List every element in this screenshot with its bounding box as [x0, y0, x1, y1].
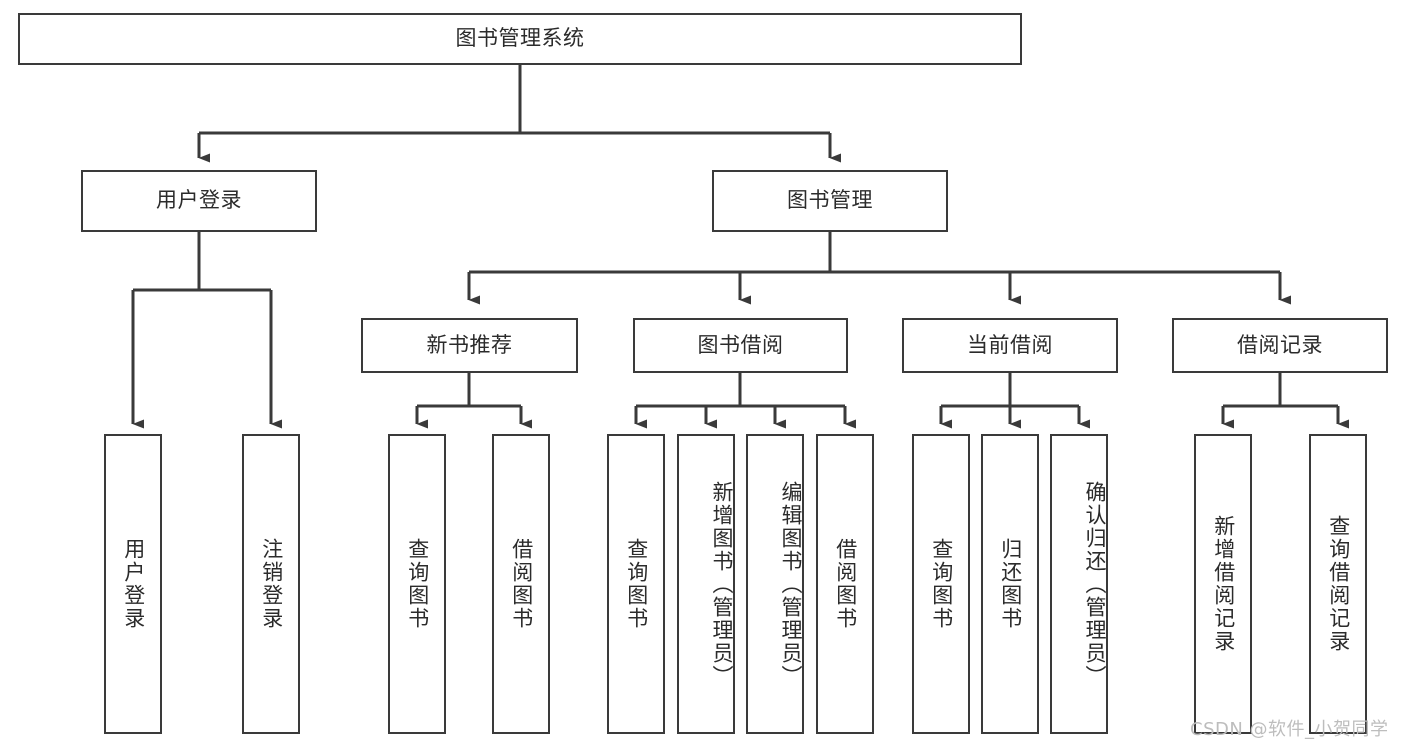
node-leaf-record-add[interactable]: 新增借阅记录 [1194, 434, 1252, 734]
node-leaf-record-add-label: 新增借阅记录 [1211, 515, 1236, 653]
node-new-book-recommend[interactable]: 新书推荐 [361, 318, 578, 373]
node-leaf-new-book-query[interactable]: 查询图书 [388, 434, 446, 734]
node-leaf-borrow-edit-book[interactable]: 编辑图书（管理员） [746, 434, 804, 734]
node-leaf-user-login-logout-label: 注销登录 [259, 538, 284, 630]
node-leaf-current-confirm-return-label: 确认归还（管理员） [1083, 480, 1107, 688]
node-leaf-record-query[interactable]: 查询借阅记录 [1309, 434, 1367, 734]
node-leaf-new-book-borrow[interactable]: 借阅图书 [492, 434, 550, 734]
node-user-login-label: 用户登录 [156, 188, 242, 213]
node-leaf-borrow-add-book[interactable]: 新增图书（管理员） [677, 434, 735, 734]
node-leaf-new-book-borrow-label: 借阅图书 [509, 538, 534, 630]
node-leaf-current-query-book-label: 查询图书 [929, 538, 954, 630]
node-leaf-current-query-book[interactable]: 查询图书 [912, 434, 970, 734]
node-leaf-borrow-query-book-label: 查询图书 [624, 538, 649, 630]
node-leaf-user-login-logout[interactable]: 注销登录 [242, 434, 300, 734]
node-current-borrow[interactable]: 当前借阅 [902, 318, 1118, 373]
node-root-system-label: 图书管理系统 [455, 26, 585, 51]
node-book-management[interactable]: 图书管理 [712, 170, 948, 232]
node-book-borrow[interactable]: 图书借阅 [633, 318, 848, 373]
node-leaf-current-confirm-return[interactable]: 确认归还（管理员） [1050, 434, 1108, 734]
node-leaf-new-book-query-label: 查询图书 [405, 538, 430, 630]
node-leaf-borrow-edit-book-label: 编辑图书（管理员） [779, 480, 803, 688]
node-user-login[interactable]: 用户登录 [81, 170, 317, 232]
node-leaf-record-query-label: 查询借阅记录 [1326, 515, 1351, 653]
node-borrow-record[interactable]: 借阅记录 [1172, 318, 1388, 373]
node-root-system[interactable]: 图书管理系统 [18, 13, 1022, 65]
node-book-borrow-label: 图书借阅 [697, 332, 784, 357]
node-leaf-borrow-borrow-book-label: 借阅图书 [833, 538, 858, 630]
node-leaf-borrow-borrow-book[interactable]: 借阅图书 [816, 434, 874, 734]
node-leaf-user-login-login-label: 用户登录 [121, 538, 146, 630]
node-leaf-borrow-query-book[interactable]: 查询图书 [607, 434, 665, 734]
csdn-watermark: CSDN @软件_小贺同学 [1190, 719, 1389, 740]
node-borrow-record-label: 借阅记录 [1237, 332, 1323, 357]
node-new-book-recommend-label: 新书推荐 [426, 332, 513, 357]
node-leaf-current-return-book-label: 归还图书 [998, 538, 1023, 630]
node-book-management-label: 图书管理 [787, 188, 873, 213]
node-leaf-current-return-book[interactable]: 归还图书 [981, 434, 1039, 734]
node-leaf-user-login-login[interactable]: 用户登录 [104, 434, 162, 734]
node-leaf-borrow-add-book-label: 新增图书（管理员） [710, 480, 734, 688]
node-current-borrow-label: 当前借阅 [967, 332, 1053, 357]
